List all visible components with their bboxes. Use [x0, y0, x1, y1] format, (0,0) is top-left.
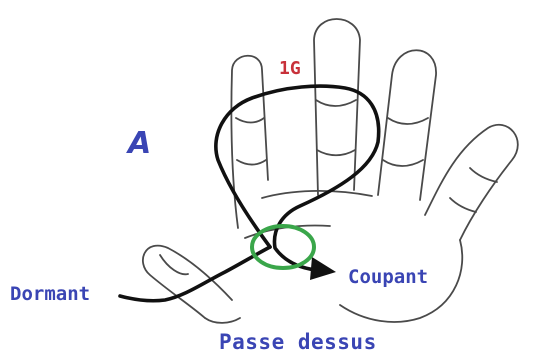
- dormant-label: Dormant: [10, 283, 90, 305]
- arrow-head-icon: [310, 257, 336, 280]
- hand-outline-icon: [143, 19, 518, 323]
- caption: Passe dessus: [219, 330, 377, 354]
- panel-label: A: [128, 126, 151, 161]
- coupant-label: Coupant: [348, 266, 428, 288]
- rope-path: [120, 86, 379, 301]
- turn-label: 1G: [279, 58, 301, 79]
- crossing-circle-icon: [252, 226, 314, 268]
